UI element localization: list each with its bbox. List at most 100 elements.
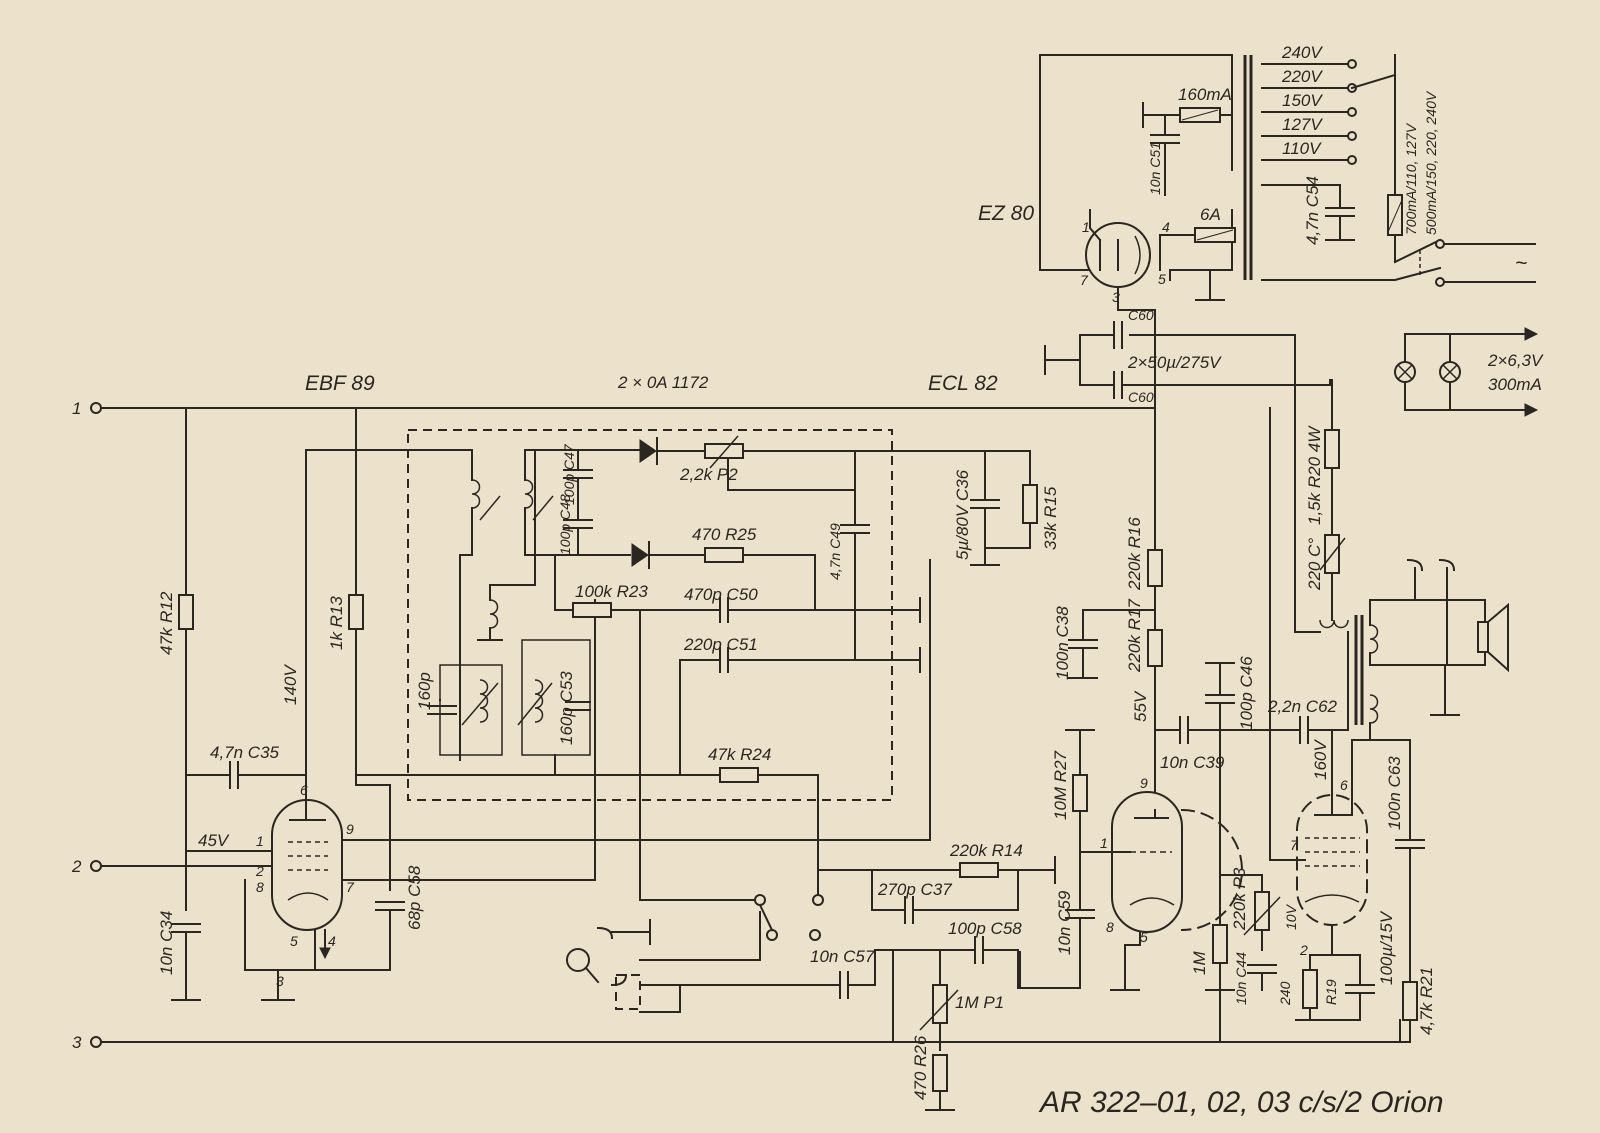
ac-symbol: ~	[1515, 252, 1527, 275]
tap-240[interactable]	[1347, 59, 1357, 69]
pin-label: 8	[1106, 919, 1114, 935]
pin-label: 9	[346, 821, 354, 837]
pin-label: 1	[1100, 835, 1108, 851]
v45-label: 45V	[198, 831, 230, 850]
r1m-label: 1M	[1190, 951, 1209, 975]
c51-label: 220p C51	[683, 635, 758, 654]
pin-label: 8	[256, 879, 264, 895]
r24-resistor	[719, 767, 759, 783]
terminal-2[interactable]	[90, 860, 102, 872]
switch-contact[interactable]	[754, 894, 766, 906]
c53-label: 160p C53	[557, 671, 576, 745]
r-1m-resistor	[1212, 924, 1228, 964]
tap-label: 240V	[1281, 43, 1323, 62]
tap-110[interactable]	[1347, 155, 1357, 165]
r20-label: 1,5k R20 4W	[1305, 425, 1324, 525]
pin-label: 9	[1140, 775, 1148, 791]
c57-label: 10n C57	[810, 947, 875, 966]
c35-label: 4,7n C35	[210, 743, 280, 762]
r26-label: 470 R26	[911, 1035, 930, 1100]
ecl82-pentode: 2,2n C62 160V 6 7 2 1M 220k P3 10V 10n C…	[1190, 407, 1436, 1043]
jack-socket[interactable]	[615, 974, 641, 1010]
c50-label: 470p C50	[684, 585, 758, 604]
pin-label: 5	[290, 933, 298, 949]
tap-label: 110V	[1282, 139, 1322, 158]
ecl82-triode	[1111, 791, 1183, 933]
r13-label: 1k R13	[327, 596, 346, 650]
pin-label: 7	[346, 879, 355, 895]
v55-label: 55V	[1131, 690, 1150, 722]
microphone-icon	[566, 948, 590, 972]
c60-value-label: 2×50µ/275V	[1127, 353, 1222, 372]
pin-label: 3	[276, 973, 284, 989]
pin-label: 7	[1290, 837, 1299, 853]
c160-label: 160p	[415, 672, 434, 710]
c60b-label: C60	[1128, 389, 1154, 405]
pin-label: 6	[1340, 777, 1348, 793]
r15-resistor	[1022, 484, 1038, 524]
r23-resistor	[572, 602, 612, 618]
c46-label: 100p C46	[1237, 656, 1256, 730]
fuse-label-2: 500mA/150, 220, 240V	[1423, 90, 1439, 235]
c36-label: 5µ/80V C36	[953, 469, 972, 560]
tap-127[interactable]	[1347, 131, 1357, 141]
lamp-label-1: 2×6,3V	[1487, 351, 1544, 370]
p2-label: 2,2k P2	[679, 465, 738, 484]
c63-label: 100n C63	[1385, 756, 1404, 830]
c37-label: 270p C37	[877, 880, 952, 899]
tap-label: 220V	[1281, 67, 1323, 86]
c45-label: 100µ/15V	[1377, 910, 1396, 985]
tap-label: 150V	[1282, 91, 1323, 110]
terminal-3[interactable]	[90, 1036, 102, 1048]
speaker-icon	[1477, 621, 1489, 653]
module-outline	[407, 429, 893, 801]
r25-label: 470 R25	[692, 525, 757, 544]
c47-label: 100p C47	[561, 443, 577, 505]
switch-contact[interactable]	[766, 929, 778, 941]
p3-label: 220k P3	[1230, 867, 1249, 931]
c62-label: 2,2n C62	[1267, 697, 1338, 716]
pin-label: 4	[328, 933, 336, 949]
ecl82-stage: ECL 82 220k R16 220k R17 55V 100n C38 10…	[566, 372, 1271, 1111]
pin-label: 6	[300, 782, 308, 798]
c44-label: 10n C44	[1233, 952, 1249, 1005]
r12-resistor	[178, 594, 194, 630]
tap-150[interactable]	[1347, 107, 1357, 117]
r16-label: 220k R16	[1125, 517, 1144, 591]
pin-label: 5	[1140, 929, 1148, 945]
switch-contact[interactable]	[809, 929, 821, 941]
bias-network: 5µ/80V C36 33k R15	[953, 450, 1060, 566]
c39-label: 10n C39	[1160, 753, 1225, 772]
switch-contact[interactable]	[812, 894, 824, 906]
model-caption: AR 322–01, 02, 03 c/s/2 Orion	[1038, 1086, 1444, 1119]
ebf89-stage: EBF 89 47k R12 1k R13 10n C34 4,7n C35	[157, 372, 931, 1001]
v160-label: 160V	[1311, 739, 1330, 780]
lower-coil-left	[439, 664, 503, 756]
pin-label: 1	[256, 833, 264, 849]
r27-label: 10M R27	[1051, 750, 1070, 820]
pin-label: 7	[1080, 272, 1089, 288]
r14-label: 220k R14	[949, 841, 1023, 860]
switch-contact[interactable]	[1435, 277, 1445, 287]
r13-resistor	[348, 594, 364, 630]
tap-label: 127V	[1282, 115, 1323, 134]
r17-resistor	[1147, 629, 1163, 667]
terminal-1[interactable]	[90, 402, 102, 414]
terminal-2-label: 2	[71, 857, 82, 876]
c38-label: 100n C38	[1053, 606, 1072, 680]
v140-label: 140V	[281, 664, 300, 705]
thermistor-label: 220 C°	[1305, 538, 1324, 591]
r26-resistor	[932, 1054, 948, 1092]
lower-coil-right	[521, 639, 591, 756]
diode-module-label: 2 × 0A 1172	[617, 373, 709, 392]
switch-contact[interactable]	[1435, 239, 1445, 249]
diode-module: 2 × 0A 1172 2,2k P2 100p C47 100p C48	[355, 373, 986, 871]
r27-resistor	[1072, 774, 1088, 812]
output-section: 1,5k R20 4W 220 C°	[1294, 379, 1509, 741]
r16-resistor	[1147, 549, 1163, 587]
rails: 1 2 3	[71, 334, 1401, 1052]
pin-label: 2	[255, 863, 264, 879]
v240-label: 240	[1277, 981, 1293, 1006]
r15-label: 33k R15	[1041, 486, 1060, 550]
